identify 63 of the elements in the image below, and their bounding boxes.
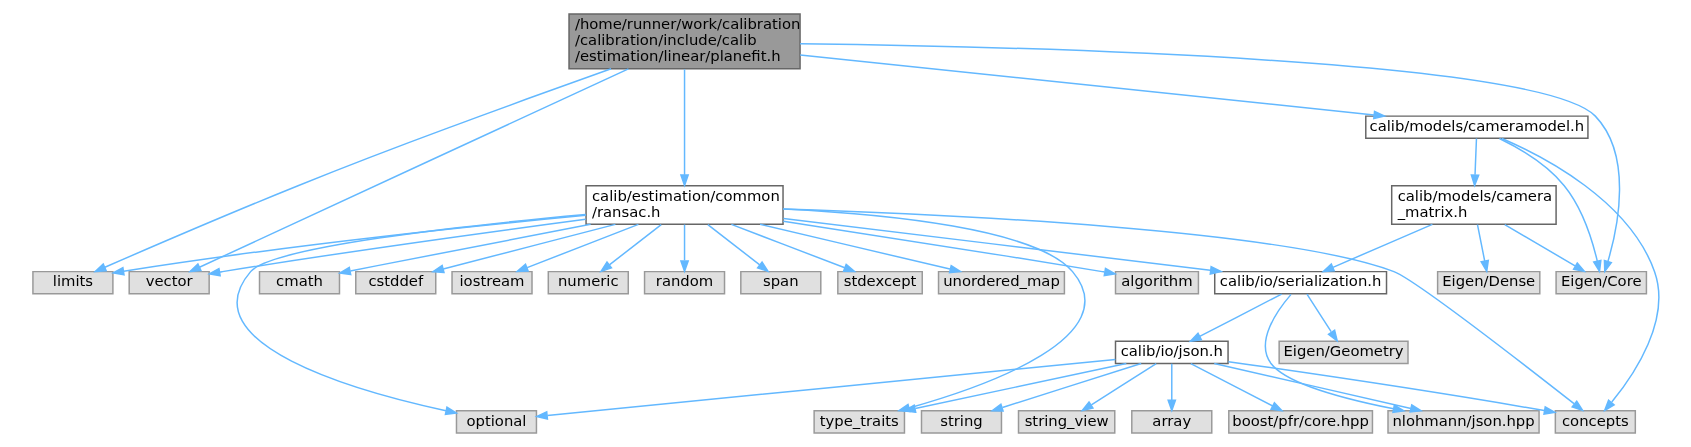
node-box: nlohmann/json.hpp [1386,410,1540,434]
arrow [1212,362,1423,413]
arrow [1503,223,1586,273]
node-box: vector [127,270,210,295]
node-box: random [643,270,725,295]
node-box: Eigen/Geometry [1277,340,1409,365]
arrow [514,223,639,273]
arrow [1227,360,1557,416]
arrow [1305,293,1338,343]
arrow [92,68,612,273]
arrow [1264,293,1406,414]
node-box: limits [31,270,114,295]
node-box: span [739,270,822,295]
arrow [798,43,1620,274]
arrow [1166,362,1176,413]
arrow [1498,137,1602,274]
arrow [187,68,629,273]
node-box: /home/runner/work/calibration /calibration/include/calib /estimation/linear/planefit.h [567,13,801,70]
node-box: calib/io/serialization.h [1213,270,1387,295]
node-box: Eigen/Dense [1436,270,1541,295]
arrow [679,68,689,188]
arrow [1320,223,1433,273]
arrow [902,362,1127,413]
node-box: boost/pfr/core.hpp [1227,410,1373,434]
arrow [798,54,1387,120]
node-box: calib/models/cameramodel.h [1364,115,1589,140]
arrow [1189,362,1284,412]
arrow [598,223,662,273]
arrow [534,358,1116,421]
node-box: string [920,410,1002,434]
node-box: concepts [1554,410,1636,434]
node-box: calib/models/camera _matrix.h [1390,185,1557,225]
node-box: algorithm [1114,270,1199,295]
node-box: calib/estimation/common /ransac.h [584,185,784,225]
arrow [989,362,1142,412]
node-box: Eigen/Core [1554,270,1647,295]
node-box: unordered_map [937,270,1065,295]
arrow [337,223,591,276]
arrow [1500,137,1660,413]
node-box: type_traits [812,410,905,434]
arrow [679,223,689,274]
arrow [782,217,1223,275]
node-box: string_view [1017,410,1115,434]
arrow [1187,293,1282,343]
node-box: cstddef [354,270,436,295]
node-box: calib/io/json.h [1114,340,1229,365]
arrow [206,218,586,277]
arrow [430,223,616,274]
arrow [1476,223,1489,274]
node-box: array [1130,410,1212,434]
arrow [1469,137,1480,188]
arrow [730,223,857,273]
arrow [1079,362,1157,412]
arrow [782,220,1117,277]
node-box: numeric [547,270,629,295]
node-box: cmath [258,270,340,295]
arrow [110,214,587,276]
node-box: stdexcept [836,270,923,295]
arrow [706,223,770,273]
node-box: iostream [450,270,533,295]
arrow [236,213,586,416]
node-box: optional [455,410,537,434]
arrow [758,223,963,274]
